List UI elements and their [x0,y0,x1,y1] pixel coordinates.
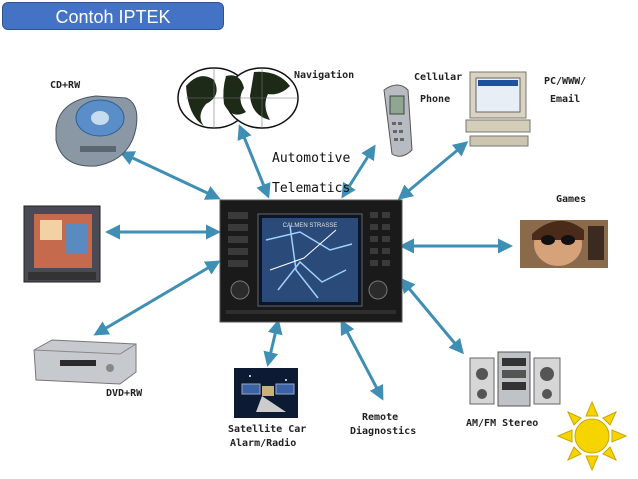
label-satellite-line1: Satellite Car [228,423,306,435]
tv-icon [24,206,100,282]
label-pc-line1: PC/WWW/ [544,76,586,87]
label-pc-line2: Email [550,93,580,105]
globe-icon [178,68,298,128]
arrow-stereo [402,280,462,352]
label-cd-rw: CD+RW [50,80,81,91]
label-games: Games [556,194,586,205]
screen-label: CALMEN STRASSE [283,223,338,229]
game-icon [520,220,608,268]
label-remote-line1: Remote [362,412,398,423]
satellite-icon [234,368,298,418]
center-label-line1: Automotive [272,151,350,166]
arrow-cd [122,153,218,198]
arrow-navigation [240,127,268,196]
label-remote-line2: Diagnostics [350,425,416,437]
sun-icon [558,402,626,470]
arrow-satellite [268,322,278,364]
label-dvd-rw: DVD+RW [106,388,143,399]
dvd-player-icon [34,340,136,384]
stereo-icon [470,352,560,406]
computer-icon [466,72,530,146]
mobile-phone-icon [384,85,412,156]
label-cellular-line2: Phone [420,94,450,105]
head-unit: CALMEN STRASSE [220,200,402,322]
arrow-remote [342,322,382,398]
label-cellular-line1: Cellular [414,72,462,83]
arrow-dvd [96,262,218,334]
center-label-line2: Telematics [272,181,350,196]
label-satellite-line2: Alarm/Radio [230,437,296,449]
label-navigation: Navigation [294,69,354,81]
label-stereo: AM/FM Stereo [466,418,538,429]
